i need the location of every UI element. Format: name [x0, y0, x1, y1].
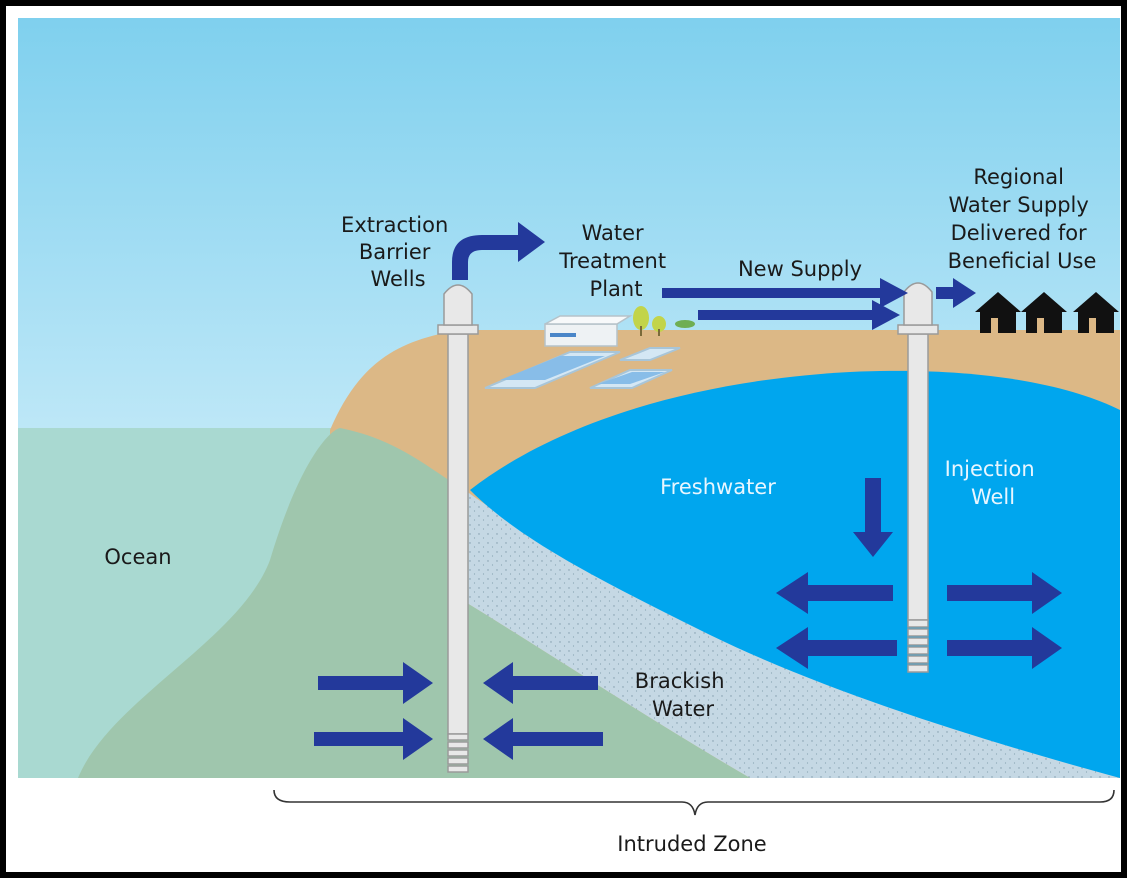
flow-arrow-icon — [314, 718, 433, 760]
flow-arrow-icon — [483, 718, 603, 760]
label-regional-water-supply: Regional Water Supply Delivered for Bene… — [948, 165, 1097, 273]
label-ocean: Ocean — [104, 545, 171, 569]
flow-arrow-icon — [698, 300, 900, 330]
bottom-band — [18, 778, 1120, 872]
label-extraction-barrier-wells: Extraction Barrier Wells — [341, 213, 455, 291]
flow-arrow-icon — [947, 572, 1062, 614]
house-icon — [1073, 292, 1119, 333]
label-water-treatment-plant: Water Treatment Plant — [558, 221, 673, 301]
flow-arrow-icon — [452, 222, 545, 280]
brackish-zone — [462, 488, 1120, 778]
house-icon — [1021, 292, 1067, 333]
extraction-well — [437, 284, 479, 773]
brace-icon — [273, 789, 1115, 816]
flow-arrow-icon — [776, 627, 897, 669]
label-intruded-zone: Intruded Zone — [617, 832, 766, 856]
treatment-plant-icon — [484, 315, 681, 389]
flow-arrow-icon — [483, 662, 598, 704]
flow-arrow-icon — [936, 278, 976, 308]
freshwater-aquifer — [470, 370, 1120, 778]
flow-arrow-icon — [318, 662, 433, 704]
saltwater-wedge — [78, 428, 750, 778]
flow-arrow-icon — [776, 572, 893, 614]
tree-icon — [633, 306, 695, 336]
flow-arrow-icon — [947, 627, 1062, 669]
house-icon — [975, 292, 1021, 333]
flow-arrow-icon — [662, 278, 908, 308]
label-brackish-water: Brackish Water — [635, 669, 731, 721]
label-new-supply: New Supply — [738, 257, 862, 281]
label-freshwater: Freshwater — [660, 475, 776, 499]
flow-arrow-icon — [853, 478, 893, 557]
label-injection-well: Injection Well — [945, 457, 1042, 509]
